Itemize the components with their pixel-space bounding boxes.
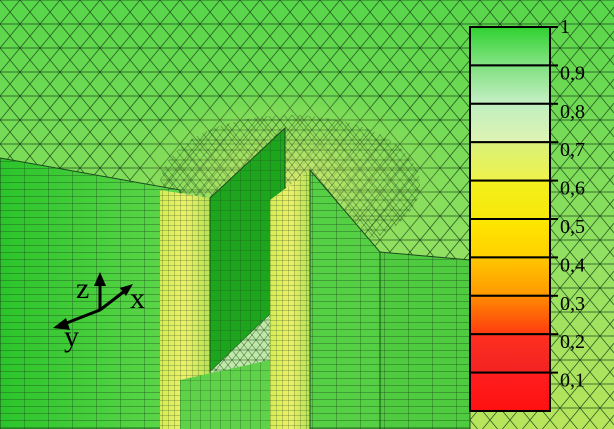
legend-tick-label: 0,4 xyxy=(560,254,585,276)
right-wall xyxy=(379,251,471,429)
legend-tick-label: 0,2 xyxy=(560,331,585,353)
left-wall xyxy=(0,157,181,429)
legend-bands xyxy=(469,26,551,413)
legend-tick-label: 0,8 xyxy=(560,101,585,123)
axes-triad: z x y xyxy=(53,272,145,353)
legend-tick-label: 0,9 xyxy=(560,62,585,84)
z-axis-label: z xyxy=(76,272,89,305)
y-arrowhead xyxy=(53,318,70,330)
legend-tick-label: 0,7 xyxy=(560,139,585,161)
legend-band xyxy=(469,294,551,336)
inner-column-left xyxy=(160,190,210,429)
color-legend: 1 0,9 0,8 0,7 0,6 0,5 0,4 0,3 0,2 0,1 xyxy=(469,16,585,413)
legend-band xyxy=(469,102,551,144)
legend-band xyxy=(469,218,551,259)
legend-tick-label: 1 xyxy=(560,16,570,38)
y-axis-line xyxy=(63,308,101,326)
z-arrowhead xyxy=(94,272,106,286)
legend-tick-label: 0,5 xyxy=(560,216,585,238)
legend-band xyxy=(469,179,551,221)
legend-ticks: 1 0,9 0,8 0,7 0,6 0,5 0,4 0,3 0,2 0,1 xyxy=(550,16,585,392)
legend-band xyxy=(469,371,551,413)
legend-band xyxy=(469,64,551,105)
x-axis-line xyxy=(99,288,127,312)
legend-band xyxy=(469,256,551,297)
x-arrowhead xyxy=(120,284,133,296)
legend-band xyxy=(469,333,551,374)
legend-tick-label: 0,1 xyxy=(560,370,585,392)
y-axis-label: y xyxy=(64,320,79,353)
legend-band xyxy=(469,26,551,67)
legend-band xyxy=(469,141,551,182)
slot-face xyxy=(209,126,286,374)
legend-tick-label: 0,6 xyxy=(560,178,585,200)
center-column xyxy=(270,168,381,429)
x-axis-label: x xyxy=(130,282,145,315)
legend-tick-label: 0,3 xyxy=(560,293,585,315)
lower-block xyxy=(180,360,270,429)
